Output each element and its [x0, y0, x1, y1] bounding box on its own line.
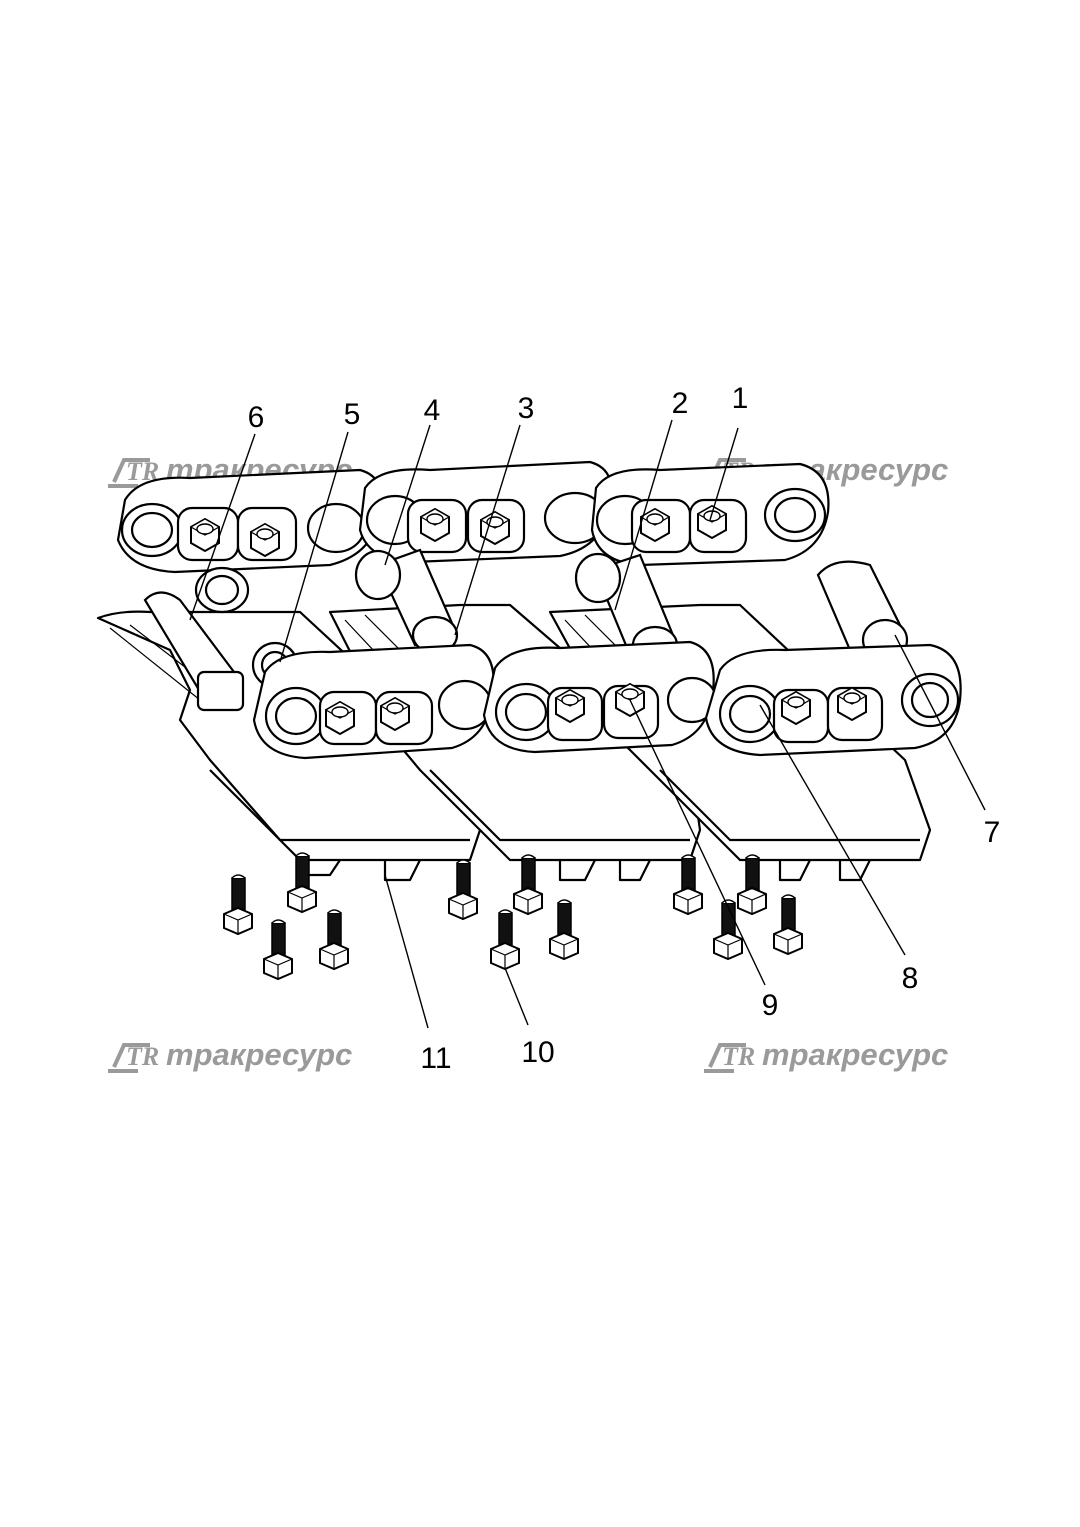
- front-link-right: [704, 643, 962, 757]
- callout-7: 7: [984, 816, 1001, 849]
- callout-5: 5: [344, 398, 361, 431]
- callout-6: 6: [248, 401, 265, 434]
- shoe-bolts: [223, 852, 803, 980]
- callout-9: 9: [762, 989, 779, 1022]
- callout-10: 10: [521, 1036, 554, 1069]
- watermark-bottom-left: TR тракресурс: [106, 1037, 352, 1073]
- callout-labels: 1 2 3 4 5 6 7 8 9 10 11: [248, 382, 1001, 1075]
- watermark-text: тракресурс: [762, 1037, 948, 1072]
- front-link-left: [252, 643, 495, 760]
- callout-2: 2: [672, 387, 689, 420]
- back-link-middle: [358, 460, 613, 564]
- back-link-left: [116, 468, 383, 574]
- callout-3: 3: [518, 392, 535, 425]
- watermark-logo: TR: [126, 1042, 159, 1071]
- callout-4: 4: [424, 394, 441, 427]
- watermark-bottom-right: TR тракресурс: [702, 1037, 948, 1073]
- leader-lines: [189, 419, 986, 1029]
- pin-middle: [354, 548, 459, 655]
- pin-left: [143, 591, 245, 712]
- watermark-text: тракресурс: [166, 1037, 352, 1072]
- bushing-left: [194, 566, 250, 614]
- front-link-middle: [482, 640, 718, 754]
- watermark-logo: TR: [722, 1042, 755, 1071]
- callout-11: 11: [420, 1042, 451, 1075]
- callout-1: 1: [732, 382, 749, 415]
- callout-8: 8: [902, 962, 919, 995]
